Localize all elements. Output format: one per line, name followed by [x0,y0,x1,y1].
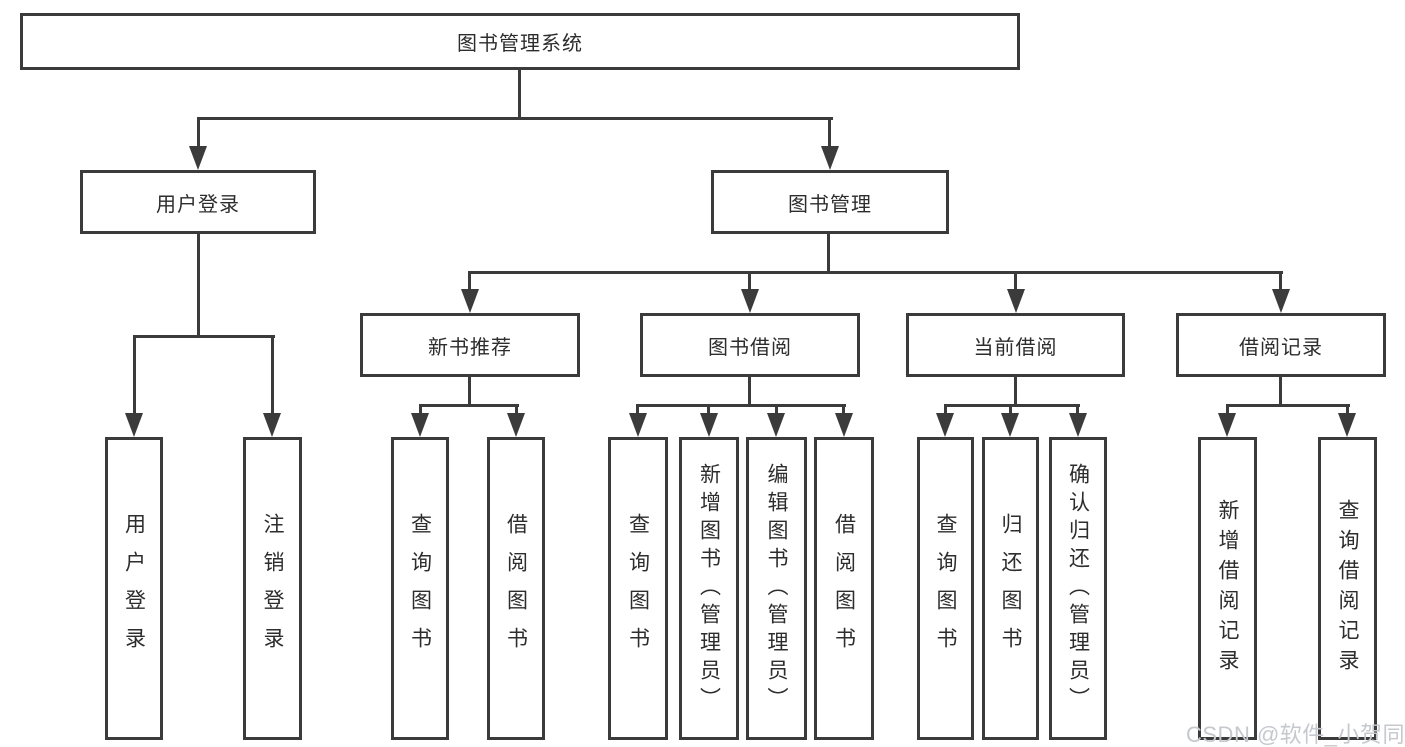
leaf-br-add-record: 新增借阅记录 [1198,437,1257,740]
edge-to-nb-borrow [515,404,518,418]
arrowhead-cb-query [936,413,954,437]
edge-user-login-hline [133,335,275,338]
edge-user-login-vline [197,234,200,337]
leaf-user-login: 用户登录 [105,437,163,740]
edge-to-new-book [468,271,471,292]
arrowhead-leaf-logout [263,413,281,437]
leaf-nb-borrow-books: 借阅图书 [487,437,545,740]
arrowhead-cb-return [1001,413,1019,437]
leaf-bb-borrow-books: 借阅图书 [814,437,874,740]
edge-book-mgmt-hline [469,271,1283,274]
edge-root-to-user-login [197,117,200,149]
edge-current-borrow-vline [1014,377,1017,406]
leaf-nb-query-books: 查询图书 [391,437,449,740]
edge-book-borrow-hline [636,404,846,407]
arrowhead-book-mgmt [821,146,839,170]
edge-to-br-add [1226,404,1229,418]
edge-to-cb-query [944,404,947,418]
leaf-cb-query-books: 查询图书 [917,437,974,740]
edge-borrow-record-vline [1279,377,1282,406]
edge-new-book-vline [468,377,471,406]
edge-to-bb-edit [775,404,778,418]
arrowhead-nb-query [411,413,429,437]
arrowhead-user-login [189,146,207,170]
leaf-logout: 注销登录 [243,437,302,740]
edge-to-cb-return [1009,404,1012,418]
edge-book-borrow-vline [748,377,751,406]
arrowhead-bb-borrow [835,413,853,437]
arrowhead-bb-edit [767,413,785,437]
node-book-mgmt: 图书管理 [711,170,949,234]
arrowhead-new-book [461,289,479,313]
edge-to-bb-add [707,404,710,418]
arrowhead-br-query [1338,413,1356,437]
leaf-bb-add-books-admin: 新增图书（管理员） [679,437,739,740]
node-book-borrow: 图书借阅 [640,313,860,377]
csdn-watermark: CSDN @软件_小贺同学 [1186,722,1405,747]
edge-to-leaf-logout [271,335,274,415]
edge-root-hline [197,117,833,120]
node-borrow-record: 借阅记录 [1176,313,1386,377]
edge-to-borrow-record [1279,271,1282,292]
edge-new-book-hline [419,404,519,407]
edge-to-bb-query [636,404,639,418]
edge-to-bb-borrow [842,404,845,418]
arrowhead-nb-borrow [507,413,525,437]
arrowhead-br-add [1218,413,1236,437]
arrowhead-current-borrow [1007,289,1025,313]
node-current-borrow: 当前借阅 [906,313,1125,377]
arrowhead-bb-add [700,413,718,437]
leaf-bb-query-books: 查询图书 [608,437,668,740]
arrowhead-book-borrow [741,289,759,313]
arrowhead-bb-query [629,413,647,437]
edge-current-borrow-hline [944,404,1080,407]
leaf-bb-edit-books-admin: 编辑图书（管理员） [746,437,807,740]
node-library-system: 图书管理系统 [20,13,1020,70]
edge-book-mgmt-vline [827,234,830,273]
edge-to-cb-confirm [1076,404,1079,418]
arrowhead-leaf-user-login [125,413,143,437]
edge-to-nb-query [419,404,422,418]
leaf-cb-confirm-return-admin: 确认归还（管理员） [1049,437,1107,740]
arrowhead-cb-confirm [1069,413,1087,437]
node-new-book-rec: 新书推荐 [360,313,580,377]
edge-root-vline [518,70,521,118]
arrowhead-borrow-record [1272,289,1290,313]
leaf-cb-return-books: 归还图书 [982,437,1039,740]
edge-to-leaf-user-login [133,335,136,415]
edge-root-to-book-mgmt [828,117,831,149]
edge-to-br-query [1346,404,1349,418]
edge-borrow-record-hline [1226,404,1350,407]
node-user-login: 用户登录 [80,170,316,234]
edge-to-current-borrow [1014,271,1017,292]
edge-to-book-borrow [748,271,751,292]
leaf-br-query-record: 查询借阅记录 [1318,437,1377,740]
